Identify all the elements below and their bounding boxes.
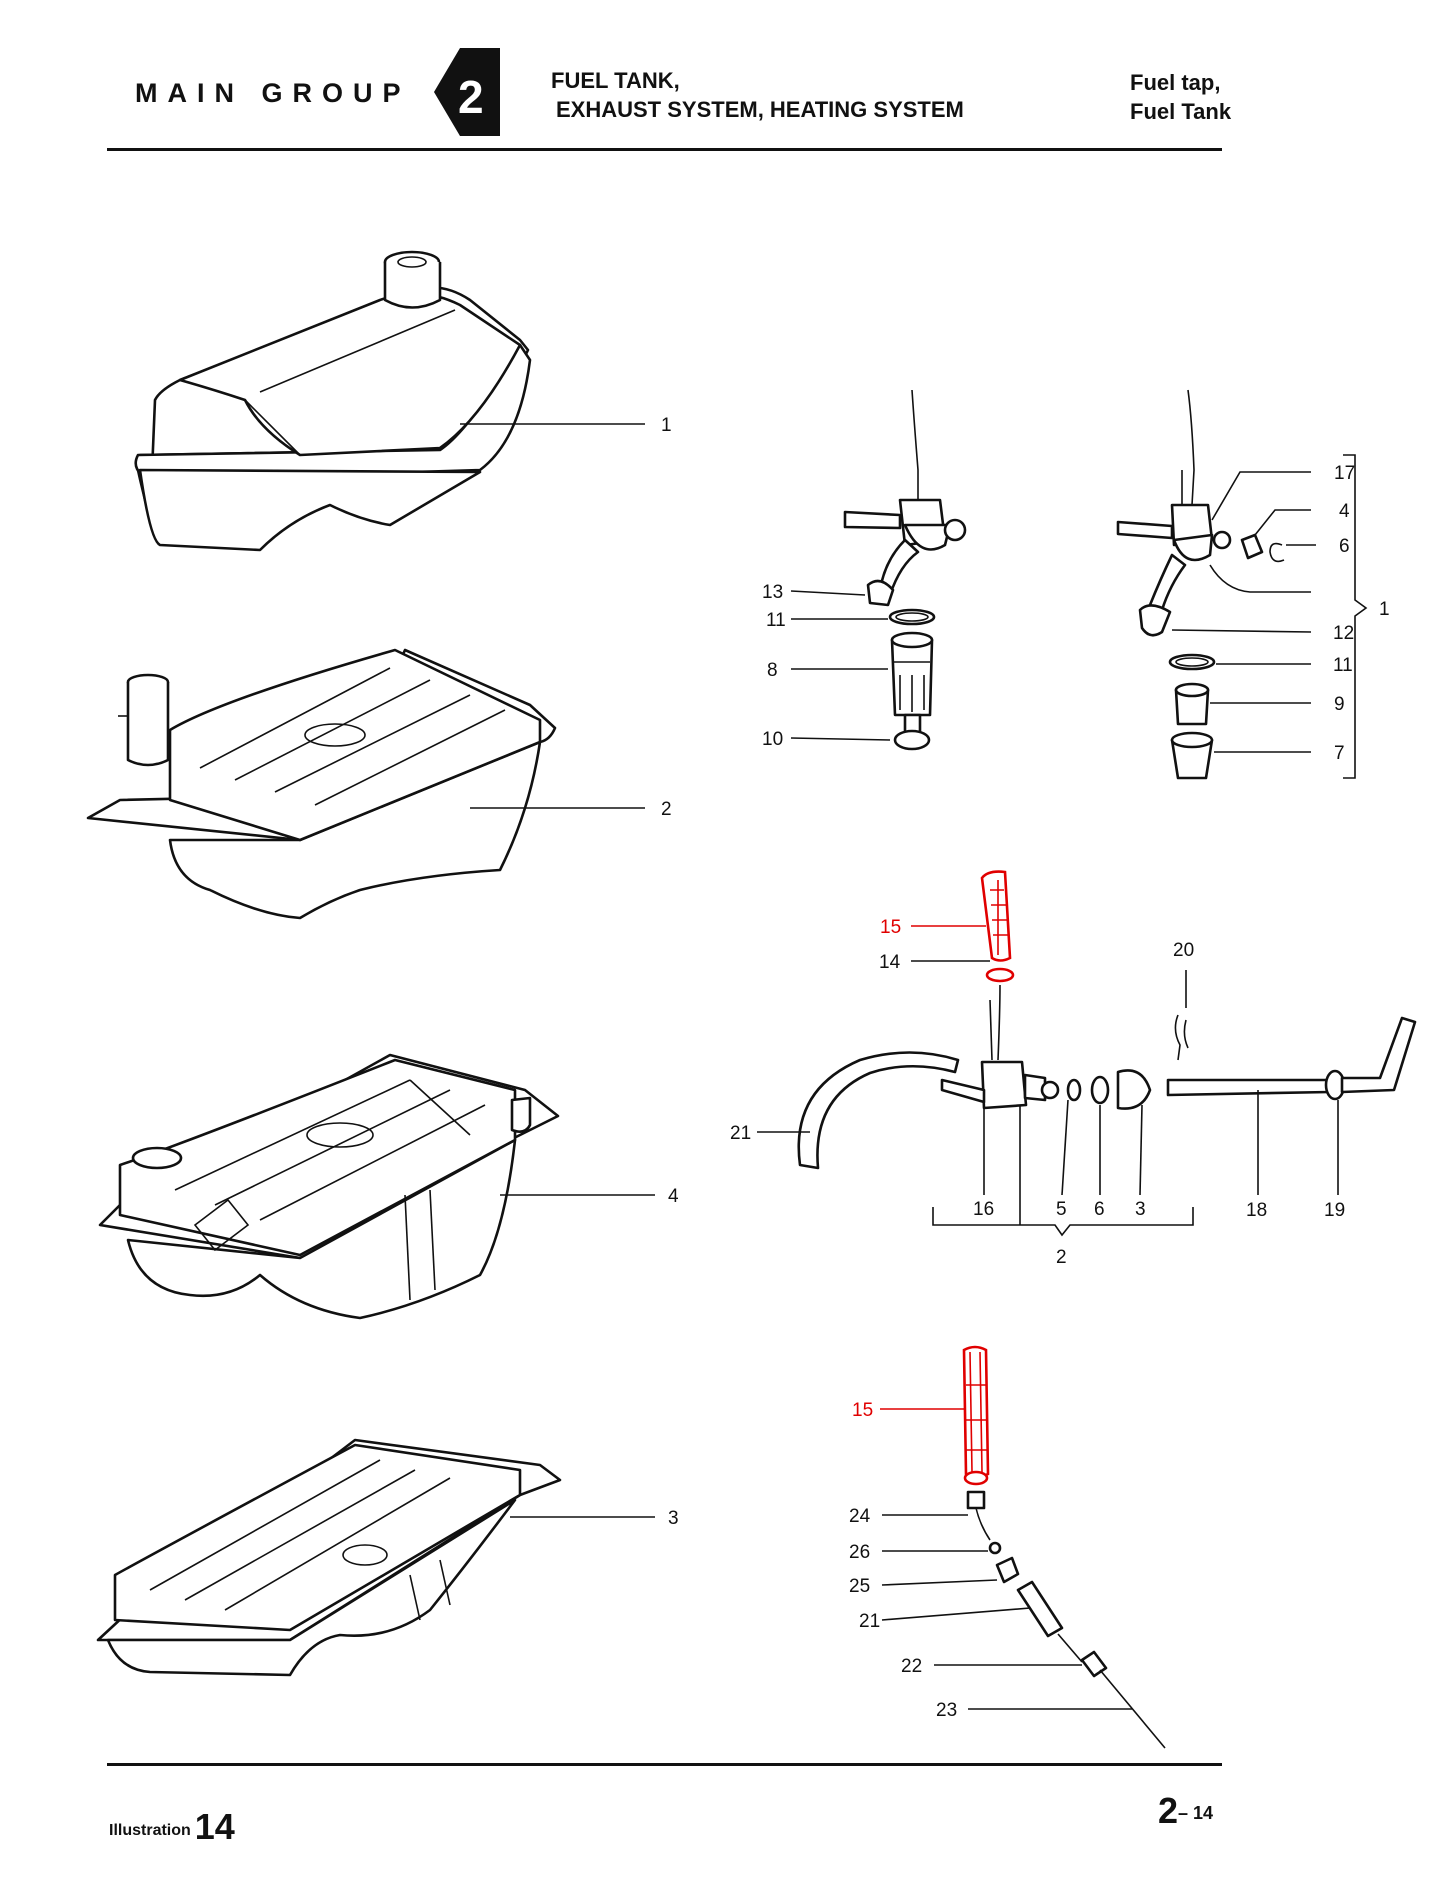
callout-24: 24 [849, 1506, 871, 1527]
page-number: 2– 14 [1158, 1790, 1213, 1832]
callout-8: 8 [767, 660, 778, 681]
callout-15-lower: 15 [852, 1400, 873, 1421]
callout-15-upper: 15 [880, 917, 901, 938]
fuel-tank-1 [134, 250, 532, 552]
group-number: 2 [458, 71, 484, 123]
callout-26: 26 [849, 1542, 870, 1563]
callout-tank-4: 4 [668, 1186, 679, 1207]
callout-tank-1: 1 [661, 415, 672, 436]
fuel-tap-assembly [797, 870, 1417, 1170]
header-rule [107, 148, 1222, 151]
illustration-number: 14 [194, 1806, 235, 1847]
hose-assembly [962, 1345, 1166, 1749]
callout-16: 16 [973, 1199, 994, 1220]
callout-22: 22 [901, 1656, 922, 1677]
callout-11-left: 11 [766, 610, 786, 631]
callout-25: 25 [849, 1576, 870, 1597]
fuel-tap-left [843, 389, 967, 751]
footer-rule [107, 1763, 1222, 1766]
fuel-tap-right [1116, 389, 1285, 780]
section-line-1: Fuel tap, [1130, 70, 1221, 95]
callout-1-bracket: 1 [1379, 599, 1390, 620]
callout-19: 19 [1324, 1200, 1345, 1221]
section-title: Fuel tap, Fuel Tank [1130, 68, 1231, 126]
callout-23: 23 [936, 1700, 957, 1721]
page-main: 2 [1158, 1790, 1179, 1831]
callout-21-upper: 21 [730, 1123, 751, 1144]
callout-11-right: 11 [1333, 655, 1353, 676]
callout-9: 9 [1334, 694, 1345, 715]
group-badge [434, 48, 500, 136]
callout-2-bracket: 2 [1056, 1247, 1067, 1268]
fuel-tank-3 [96, 1438, 562, 1677]
callout-18: 18 [1246, 1200, 1267, 1221]
callout-6-assembly: 6 [1094, 1199, 1105, 1220]
callout-tank-3: 3 [668, 1508, 679, 1529]
callout-5: 5 [1056, 1199, 1067, 1220]
callout-3: 3 [1135, 1199, 1146, 1220]
main-group-label: MAIN GROUP [135, 78, 411, 108]
callout-14: 14 [879, 952, 901, 973]
fuel-tank-4 [98, 1053, 560, 1320]
section-line-2: Fuel Tank [1130, 99, 1232, 124]
callout-20: 20 [1173, 940, 1194, 961]
title-line-2: EXHAUST SYSTEM, HEATING SYSTEM [556, 97, 964, 122]
page-sub: – 14 [1178, 1803, 1214, 1823]
callout-13: 13 [762, 582, 783, 603]
callout-17: 17 [1334, 463, 1355, 484]
callout-7: 7 [1334, 743, 1345, 764]
fuel-tank-2 [86, 648, 557, 920]
callout-12: 12 [1333, 623, 1354, 644]
callout-tank-2: 2 [661, 799, 672, 820]
callout-10: 10 [762, 729, 783, 750]
callout-4-right: 4 [1339, 501, 1350, 522]
callout-6-right: 6 [1339, 536, 1350, 557]
callout-21-lower: 21 [859, 1611, 880, 1632]
illustration-text: Illustration [109, 1822, 191, 1839]
page-title: FUEL TANK, EXHAUST SYSTEM, HEATING SYSTE… [551, 66, 964, 124]
title-line-1: FUEL TANK, [551, 68, 680, 93]
